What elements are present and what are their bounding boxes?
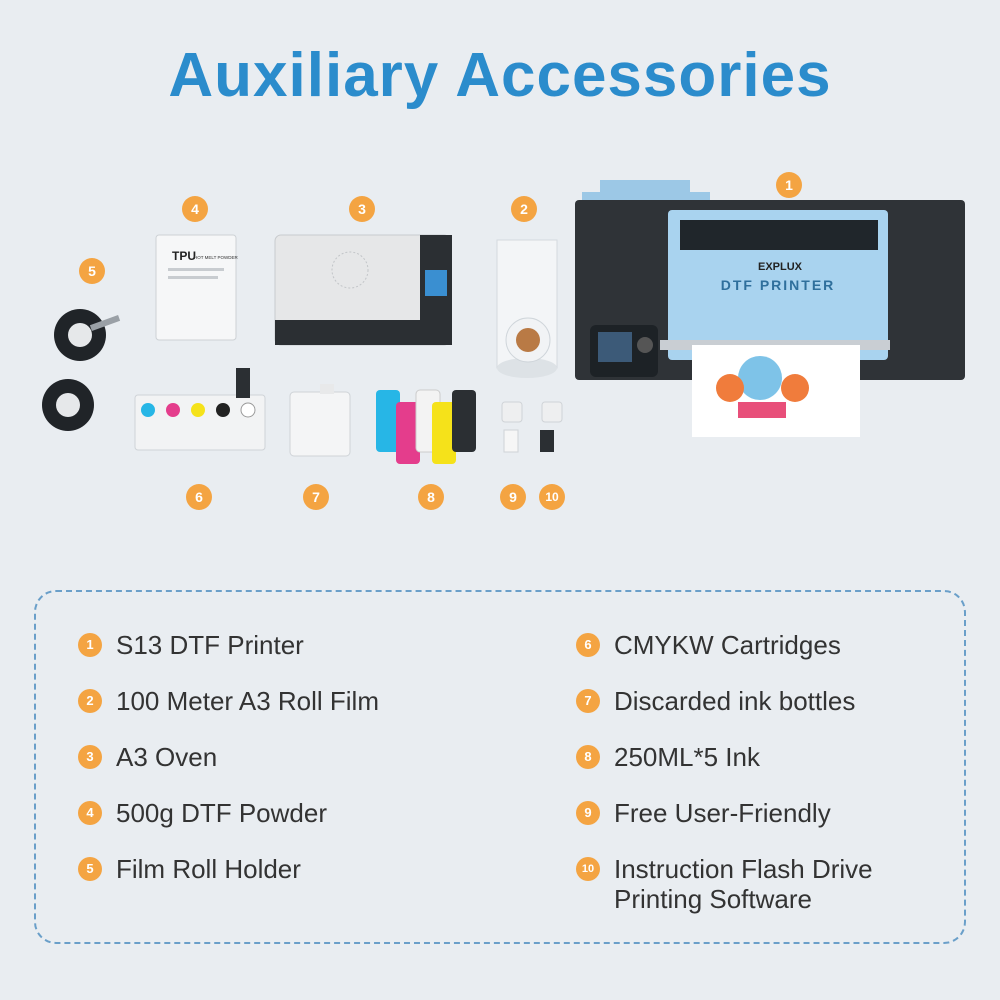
item-number: 4 [78, 801, 102, 825]
item-number: 3 [78, 745, 102, 769]
list-item: 7 Discarded ink bottles [576, 686, 855, 716]
list-item: 4 500g DTF Powder [78, 798, 327, 828]
item-label: Film Roll Holder [116, 854, 301, 884]
item-number: 7 [576, 689, 600, 713]
badge-1: 1 [776, 172, 802, 198]
list-item: 1 S13 DTF Printer [78, 630, 304, 660]
powder-bag-image: TPU HOT MELT POWDER [155, 234, 239, 341]
dtf-printer-image: DTF PRINTER EXPLUX [575, 180, 965, 437]
item-number: 2 [78, 689, 102, 713]
item-number: 10 [576, 857, 600, 881]
item-number: 6 [576, 633, 600, 657]
badge-2: 2 [511, 196, 537, 222]
item-label-line1: Instruction Flash Drive [614, 854, 873, 884]
film-roll-holder-image [42, 309, 121, 431]
list-item: 2 100 Meter A3 Roll Film [78, 686, 379, 716]
item-number: 9 [576, 801, 600, 825]
ink-bottles-image [376, 389, 476, 464]
oven-image [274, 234, 452, 346]
badge-9: 9 [500, 484, 526, 510]
cmykw-cartridges-image [134, 368, 266, 451]
item-label: 100 Meter A3 Roll Film [116, 686, 379, 716]
badge-3: 3 [349, 196, 375, 222]
item-number: 8 [576, 745, 600, 769]
item-number: 5 [78, 857, 102, 881]
badge-8: 8 [418, 484, 444, 510]
item-number: 1 [78, 633, 102, 657]
accessories-image: DTF PRINTER EXPLUX TPU HOT MELT POWDER [42, 180, 965, 464]
item-label: Free User-Friendly [614, 798, 831, 828]
item-label-line2: Printing Software [614, 884, 812, 914]
item-label: A3 Oven [116, 742, 218, 772]
printer-brand-logo: EXPLUX [758, 261, 803, 273]
badge-7: 7 [303, 484, 329, 510]
list-item: 5 Film Roll Holder [78, 854, 301, 884]
badge-10: 10 [539, 484, 565, 510]
item-label: Discarded ink bottles [614, 686, 856, 716]
badge-4: 4 [182, 196, 208, 222]
powder-bag-subtitle: HOT MELT POWDER [194, 255, 239, 260]
discarded-ink-bottle-image [289, 384, 351, 457]
item-label: S13 DTF Printer [116, 630, 304, 660]
badge-6: 6 [186, 484, 212, 510]
list-item: 9 Free User-Friendly [576, 798, 831, 828]
usb-drive-image [501, 401, 563, 453]
badge-5: 5 [79, 258, 105, 284]
list-item: 8 250ML*5 Ink [576, 742, 760, 772]
roll-film-image [496, 239, 558, 378]
item-label: CMYKW Cartridges [614, 630, 841, 660]
product-illustration: DTF PRINTER EXPLUX TPU HOT MELT POWDER [0, 140, 1000, 540]
item-label: 500g DTF Powder [116, 798, 327, 828]
powder-bag-title: TPU [172, 249, 196, 263]
accessories-list-panel: 1 S13 DTF Printer 2 100 Meter A3 Roll Fi… [34, 590, 966, 944]
printer-label: DTF PRINTER [721, 277, 836, 293]
item-label: 250ML*5 Ink [614, 742, 760, 772]
list-item: 3 A3 Oven [78, 742, 217, 772]
list-item: 6 CMYKW Cartridges [576, 630, 841, 660]
page-title: Auxiliary Accessories [168, 41, 832, 110]
